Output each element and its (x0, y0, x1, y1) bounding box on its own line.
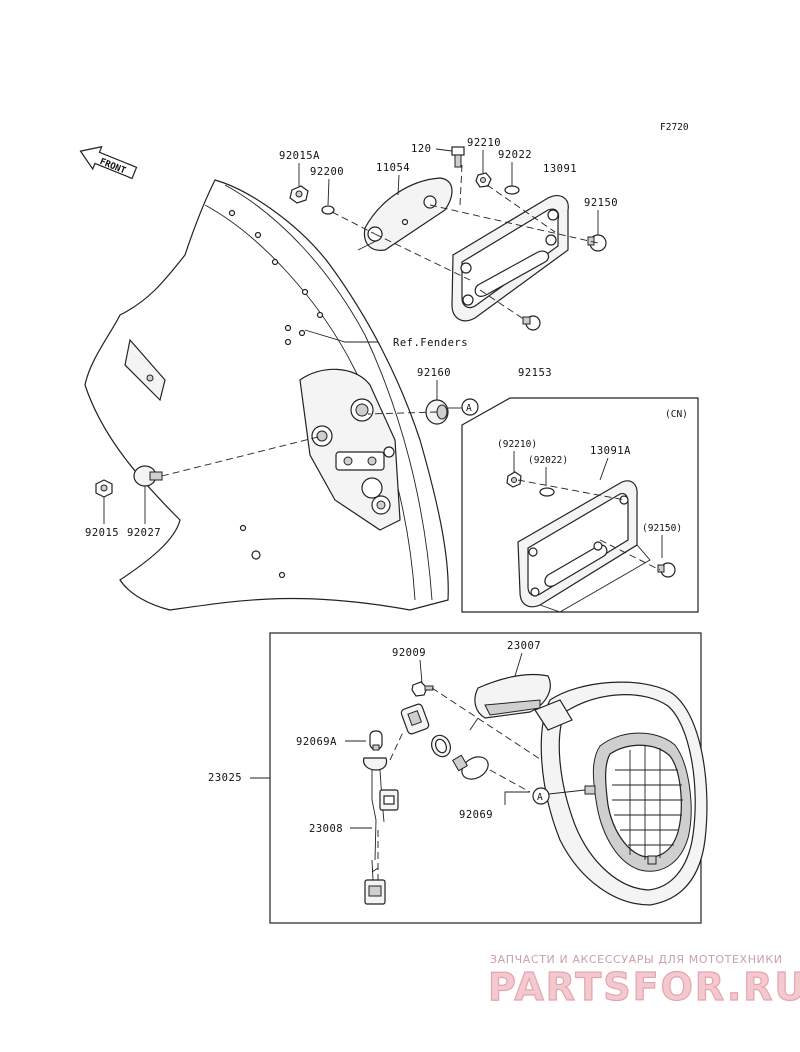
label-ref-fenders: Ref.Fenders (393, 337, 468, 349)
cn-license-plate-13091A (517, 480, 651, 613)
bulb-92069 (451, 754, 489, 780)
rear-fender (84, 179, 449, 611)
watermark-logo: PARTSFOR.RU (488, 965, 800, 1009)
label-92015: 92015 (85, 527, 119, 539)
watermark: ЗАПЧАСТИ И АКСЕССУАРЫ ДЛЯ МОТОТЕХНИКИ PA… (487, 953, 800, 1010)
bulb-92069A (369, 730, 383, 751)
license-plate-13091 (451, 195, 569, 322)
label-cn-13091A: 13091A (590, 445, 631, 457)
label-92069A: 92069A (296, 736, 337, 748)
nut-92015 (95, 479, 113, 498)
label-23025: 23025 (208, 772, 242, 784)
lens-grid (612, 745, 683, 860)
label-92150: 92150 (584, 197, 618, 209)
taillight-housing (534, 681, 708, 906)
washer-92022 (504, 185, 520, 195)
taillight-assembly-box: 23025 92009 23007 92069A 23008 92069 (208, 632, 708, 924)
gasket (431, 734, 451, 758)
cn-variant-box: (CN) (92210) (92022) 13091A (92150) (461, 397, 699, 613)
label-92022: 92022 (498, 149, 532, 161)
fender-holes (228, 209, 324, 579)
callout-a-2 (532, 787, 550, 805)
cn-tag: (CN) (665, 409, 688, 420)
label-13091: 13091 (543, 163, 577, 175)
label-cn-92150: (92150) (642, 523, 682, 534)
label-92009: 92009 (392, 647, 426, 659)
label-cn-92210: (92210) (497, 439, 537, 450)
bulb-socket (400, 703, 430, 735)
nut-92210 (475, 172, 492, 188)
lens-cover-23007 (469, 673, 551, 731)
label-92153: 92153 (518, 367, 552, 379)
plate-bracket-11054 (357, 177, 453, 251)
callout-a (461, 398, 479, 416)
bolt-92150 (587, 234, 607, 252)
figure-code: F2720 (660, 122, 689, 133)
washer-92200 (321, 205, 335, 215)
label-92015A: 92015A (279, 150, 320, 162)
callout-a2-label: A (537, 792, 543, 803)
watermark-tagline: ЗАПЧАСТИ И АКСЕССУАРЫ ДЛЯ МОТОТЕХНИКИ (490, 953, 783, 966)
cn-washer-92022 (539, 487, 555, 497)
label-92160: 92160 (417, 367, 451, 379)
nut-92015A (289, 185, 309, 204)
label-cn-92022: (92022) (528, 455, 568, 466)
label-23008: 23008 (309, 823, 343, 835)
label-92210: 92210 (467, 137, 501, 149)
label-92027: 92027 (127, 527, 161, 539)
screw-120 (451, 146, 465, 168)
cn-nut-92210 (506, 471, 522, 488)
label-23007: 23007 (507, 640, 541, 652)
cn-bolt-92150 (657, 562, 676, 578)
screw-92009 (411, 681, 434, 697)
label-92069: 92069 (459, 809, 493, 821)
front-arrow-icon: FRONT (79, 145, 138, 180)
label-120: 120 (411, 143, 431, 155)
label-92200: 92200 (310, 166, 344, 178)
bolt-92153 (522, 315, 541, 331)
wiring-harness-23008 (363, 757, 399, 905)
label-11054: 11054 (376, 162, 410, 174)
callout-a-label: A (466, 403, 472, 414)
